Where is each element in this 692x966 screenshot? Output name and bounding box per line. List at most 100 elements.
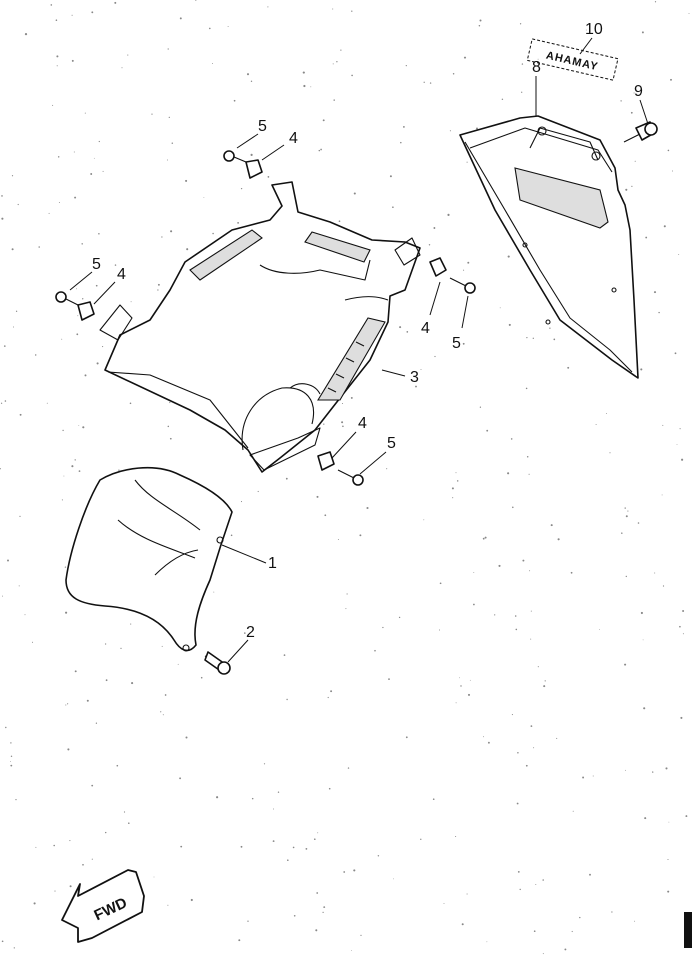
speck [168,116,170,119]
speck [672,170,673,172]
speck [350,396,353,399]
fastener-bottom [317,451,364,486]
speck [161,236,163,238]
speck [114,264,117,266]
speck [525,764,528,767]
speck [333,99,335,101]
speck [678,254,680,256]
speck [38,246,40,248]
speck [658,311,660,314]
speck [322,911,324,914]
speck [251,797,254,800]
speck [570,571,573,574]
speck [624,769,626,771]
speck [434,355,436,358]
speck [585,29,587,31]
speck [332,63,334,65]
speck [160,711,162,713]
speck [630,111,633,114]
side-panel-part-8 [459,115,639,379]
speck [476,127,478,130]
speck [130,301,132,303]
speck [67,703,69,705]
speck [341,421,344,424]
speck [1,195,3,197]
speck [272,840,275,843]
speck [592,775,594,777]
speck [17,203,19,206]
speck [116,764,119,767]
speck [572,810,574,812]
speck [317,832,319,834]
speck [423,519,425,521]
speck [238,939,241,942]
speck [643,707,646,710]
speck [343,871,346,873]
speck [621,532,623,534]
speck [652,771,654,773]
fastener-top [223,150,263,179]
callout-4b: 4 [117,266,126,283]
speck [102,346,104,348]
speck [514,615,517,617]
speck [316,495,319,498]
speck [455,835,457,838]
speck [556,737,558,739]
speck [82,863,84,866]
speck [685,815,688,818]
speck [161,645,163,647]
speck [337,539,339,540]
speck [52,104,54,106]
speck [486,941,488,943]
speck [63,475,65,477]
speck [662,585,665,587]
speck [74,196,77,199]
speck [267,6,269,8]
speck [65,611,68,614]
speck [56,65,58,67]
speck [86,699,89,702]
speck [443,902,445,904]
speck [48,212,50,214]
callout-5b: 5 [92,256,101,273]
speck [582,776,585,779]
speck [233,99,236,102]
speck [525,387,528,390]
speck [625,188,628,191]
speck [342,425,344,428]
speck [166,159,168,161]
speck [544,680,546,682]
speck [620,100,622,102]
speck [114,1,117,4]
speck [15,798,17,801]
speck [283,654,286,656]
speck [625,515,628,518]
speck [171,142,174,144]
speck [366,506,369,510]
page-edge-mark [684,912,692,948]
speck [428,244,431,246]
speck [34,354,37,356]
speck [449,130,451,132]
speck [315,929,318,932]
speck [327,696,329,699]
speck [420,369,422,371]
callout-8: 8 [532,59,541,76]
speck [392,206,394,209]
speck [433,227,436,229]
speck [463,56,467,59]
speck [104,643,107,645]
speck [353,192,356,195]
callout-5d: 5 [387,435,396,452]
speck [462,342,465,345]
speck [162,714,164,716]
speck [96,362,99,365]
speck [679,625,681,628]
speck [567,366,570,369]
speck [631,185,633,187]
speck [287,859,289,861]
speck [405,736,408,739]
speck [11,175,14,177]
speck [18,585,20,587]
speck [595,424,597,425]
